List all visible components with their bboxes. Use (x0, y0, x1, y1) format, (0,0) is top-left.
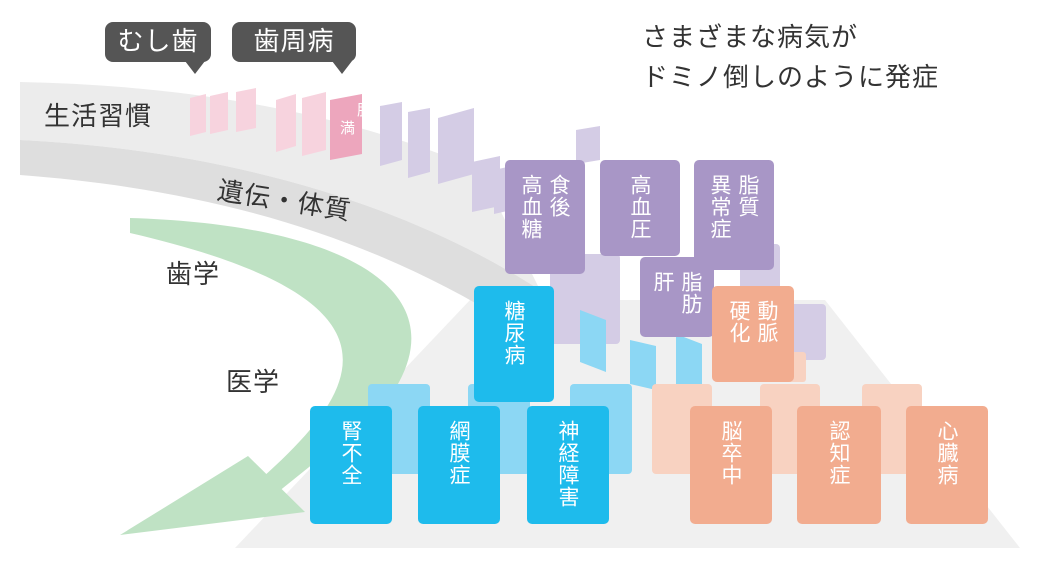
card-retinopathy: 網膜症 (418, 406, 500, 524)
card-heart-disease: 心臓病 (906, 406, 988, 524)
card-neuropathy: 神経障害 (527, 406, 609, 524)
headline-line-2: ドミノ倒しのように発症 (642, 63, 940, 93)
lifestyle-domino (302, 92, 326, 156)
obesity-text: 肥 満 (338, 102, 373, 136)
lifestyle-band (20, 82, 540, 290)
card-stroke: 脳卒中 (690, 406, 772, 524)
tooth-decay-bubble: むし歯 (105, 22, 211, 74)
card-hypertension: 高血圧 (600, 160, 680, 256)
card-arteriosclerosis: 動脈 硬化 (712, 286, 794, 382)
card-fatty-liver: 脂肪 肝 (640, 257, 714, 337)
dentistry-label: 歯学 (166, 260, 221, 290)
headline-line-1: さまざまな病気が (642, 23, 859, 53)
card-label-col: 硬化 (727, 300, 751, 344)
card-label-col: 異常症 (708, 174, 732, 240)
card-label-col: 脂質 (736, 174, 760, 218)
card-label-col: 肝 (651, 271, 675, 293)
card-label-col: 高血糖 (519, 174, 543, 240)
card-renal-failure: 腎不全 (310, 406, 392, 524)
blue-tilted-domino (676, 334, 702, 398)
medicine-label: 医学 (226, 368, 281, 398)
card-label-col: 心臓病 (935, 420, 959, 486)
card-label-col: 食後 (547, 174, 571, 218)
obesity-domino (330, 94, 362, 160)
blue-tilted-domino (580, 310, 606, 372)
card-label-col: 脳卒中 (719, 420, 743, 486)
headline: さまざまな病気が ドミノ倒しのように発症 (642, 18, 939, 98)
card-label-col: 網膜症 (447, 420, 471, 486)
lifestyle-domino (380, 102, 402, 166)
card-diabetes: 糖尿病 (474, 286, 554, 402)
lifestyle-domino (236, 88, 256, 132)
lifestyle-label: 生活習慣 (44, 102, 153, 132)
lifestyle-domino (210, 92, 228, 134)
card-postprandial-hyperglycemia: 食後 高血糖 (505, 160, 585, 274)
card-dyslipidemia: 脂質 異常症 (694, 160, 774, 270)
lifestyle-domino (408, 108, 430, 178)
card-dementia: 認知症 (797, 406, 881, 524)
obesity-text-col: 満 (338, 120, 356, 136)
medicine-arrow-head (120, 456, 305, 535)
card-label-col: 脂肪 (679, 271, 703, 315)
purple-back-block (790, 304, 826, 360)
card-label-col: 動脈 (755, 300, 779, 344)
card-label-col: 認知症 (827, 420, 851, 486)
card-label-col: 神経障害 (556, 420, 580, 508)
periodontal-disease-bubble: 歯周病 (232, 22, 356, 74)
blue-tilted-domino (630, 340, 656, 390)
lifestyle-domino (438, 108, 474, 184)
obesity-text-col: 肥 (355, 102, 373, 118)
lifestyle-domino (472, 156, 500, 212)
genetics-band (20, 140, 540, 330)
lifestyle-domino (576, 126, 600, 164)
lifestyle-domino (276, 94, 296, 152)
card-label-col: 高血圧 (628, 174, 652, 240)
lifestyle-domino (190, 94, 206, 136)
card-label-col: 糖尿病 (502, 300, 526, 366)
card-label-col: 腎不全 (339, 420, 363, 486)
